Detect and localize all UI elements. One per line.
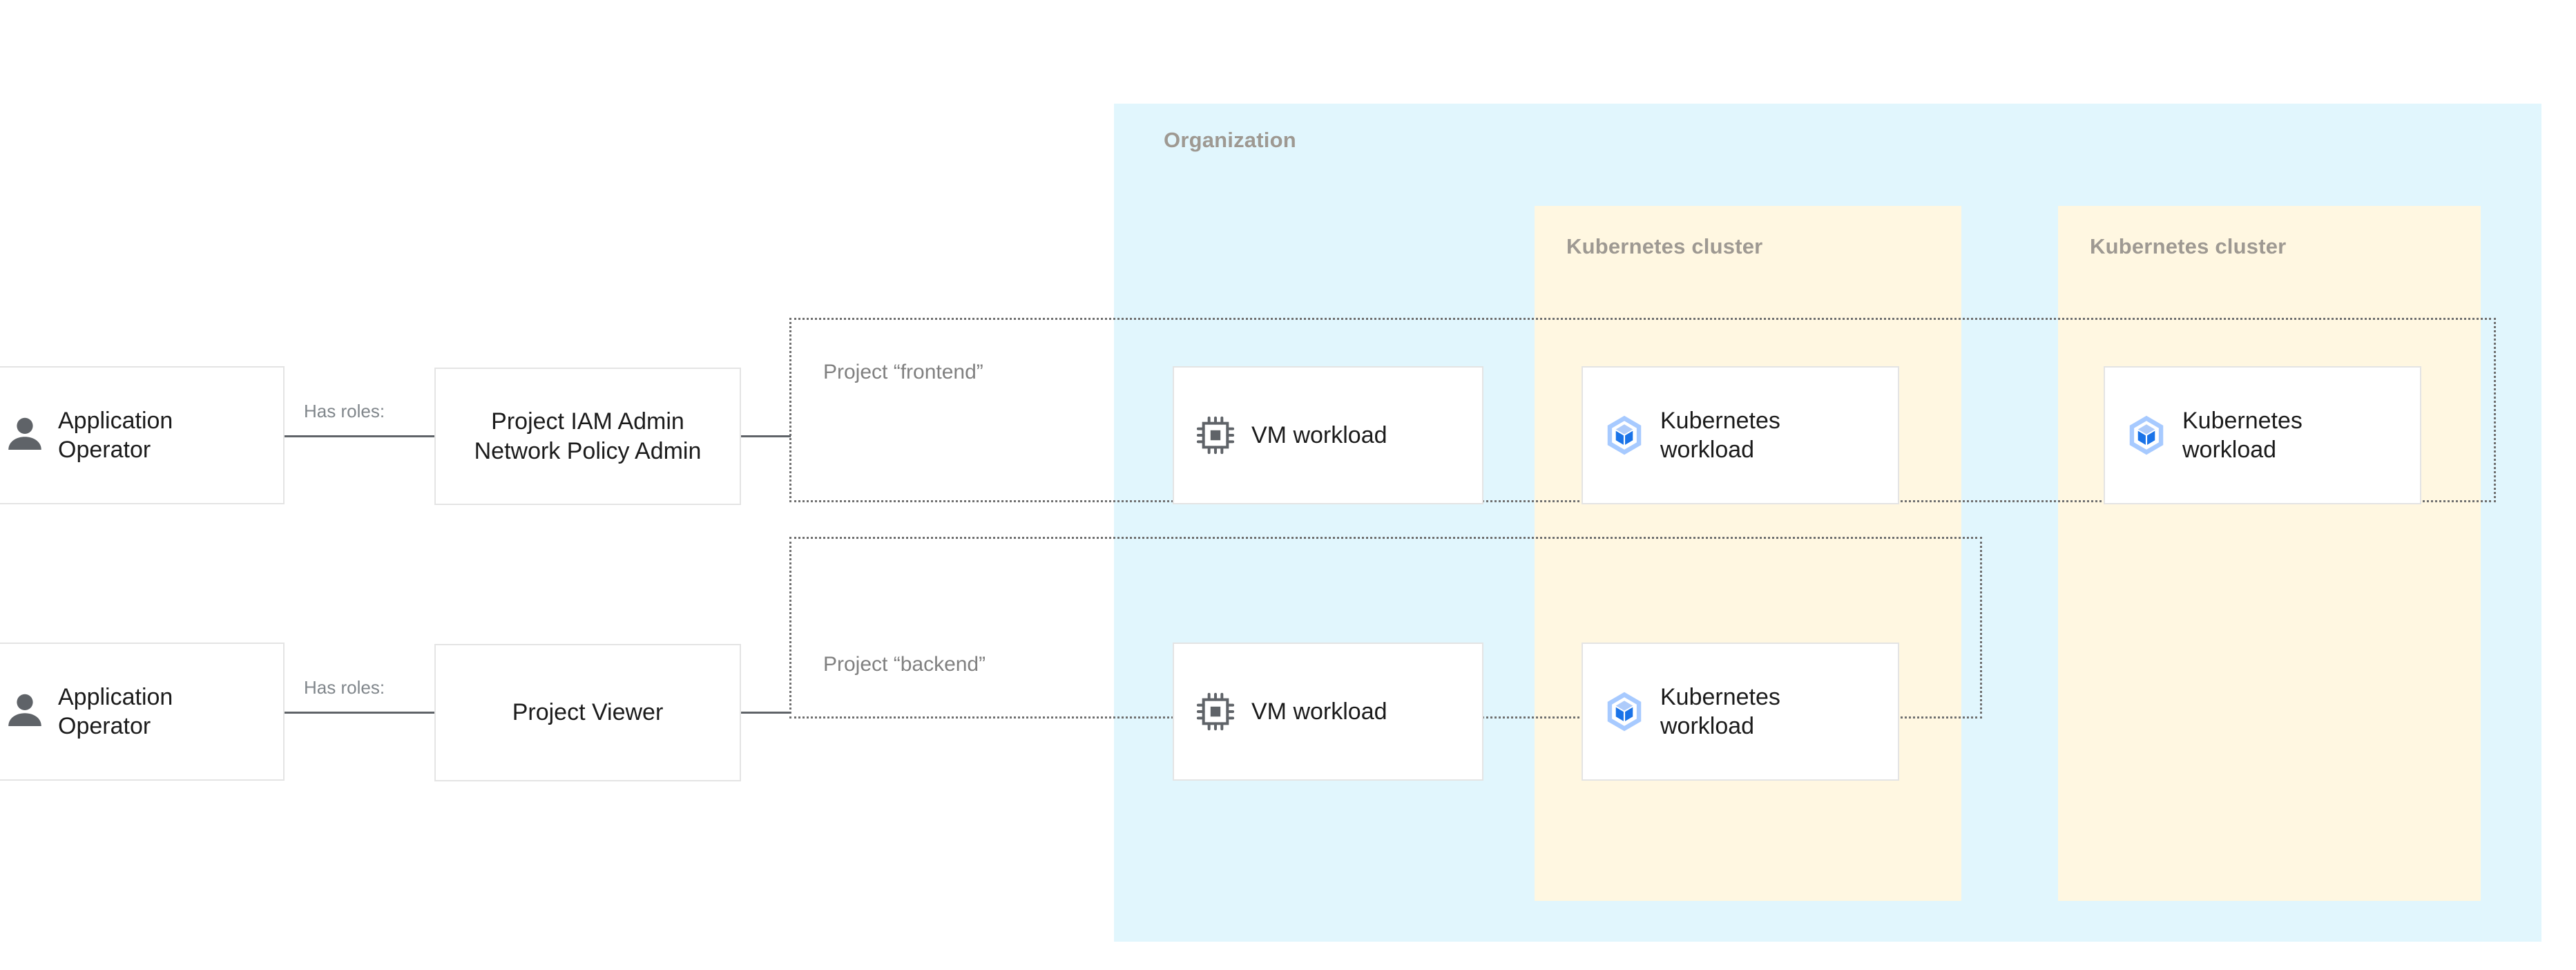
role-box-2[interactable]: Project Viewer: [434, 644, 741, 781]
workload-card-kubernetes-frontend-2[interactable]: Kubernetes workload: [2104, 366, 2421, 504]
role-label-2: Project Viewer: [512, 699, 664, 726]
has-roles-label-2: Has roles:: [304, 677, 385, 698]
principal-label-1: Application Operator: [58, 407, 173, 464]
workload-card-vm-frontend[interactable]: VM workload: [1173, 366, 1483, 504]
kubernetes-cluster-container-1: [1535, 206, 1961, 901]
kubernetes-icon: [2124, 413, 2169, 457]
workload-label-vm-frontend: VM workload: [1251, 421, 1387, 448]
workload-label-kubernetes-frontend-2: Kubernetes workload: [2182, 407, 2303, 464]
kubernetes-cluster-container-2: [2058, 206, 2481, 901]
kubernetes-cluster-label-2: Kubernetes cluster: [2090, 234, 2287, 258]
workload-card-kubernetes-backend[interactable]: Kubernetes workload: [1582, 643, 1899, 781]
principal-card-application-operator-1[interactable]: Application Operator: [0, 366, 285, 504]
cpu-chip-icon: [1193, 413, 1238, 457]
principal-card-application-operator-2[interactable]: Application Operator: [0, 643, 285, 781]
role-box-1[interactable]: Project IAM Admin Network Policy Admin: [434, 368, 741, 505]
role-label-1: Project IAM Admin Network Policy Admin: [474, 408, 702, 464]
workload-label-kubernetes-backend: Kubernetes workload: [1660, 683, 1780, 740]
workload-card-vm-backend[interactable]: VM workload: [1173, 643, 1483, 781]
kubernetes-cluster-label-1: Kubernetes cluster: [1566, 234, 1763, 258]
person-icon: [1, 688, 48, 735]
connector-role-to-project-2: [740, 712, 791, 714]
project-label-backend: Project “backend”: [823, 653, 986, 676]
person-icon: [1, 412, 48, 459]
project-label-frontend: Project “frontend”: [823, 361, 983, 383]
workload-label-kubernetes-frontend-1: Kubernetes workload: [1660, 407, 1780, 464]
connector-person-to-role-2: [284, 712, 436, 714]
kubernetes-icon: [1602, 413, 1646, 457]
cpu-chip-icon: [1193, 690, 1238, 734]
kubernetes-icon: [1602, 690, 1646, 734]
workload-label-vm-backend: VM workload: [1251, 698, 1387, 725]
connector-person-to-role-1: [284, 435, 436, 437]
principal-label-2: Application Operator: [58, 683, 173, 740]
organization-label: Organization: [1164, 128, 1296, 152]
connector-role-to-project-1: [740, 435, 791, 437]
workload-card-kubernetes-frontend-1[interactable]: Kubernetes workload: [1582, 366, 1899, 504]
has-roles-label-1: Has roles:: [304, 401, 385, 421]
